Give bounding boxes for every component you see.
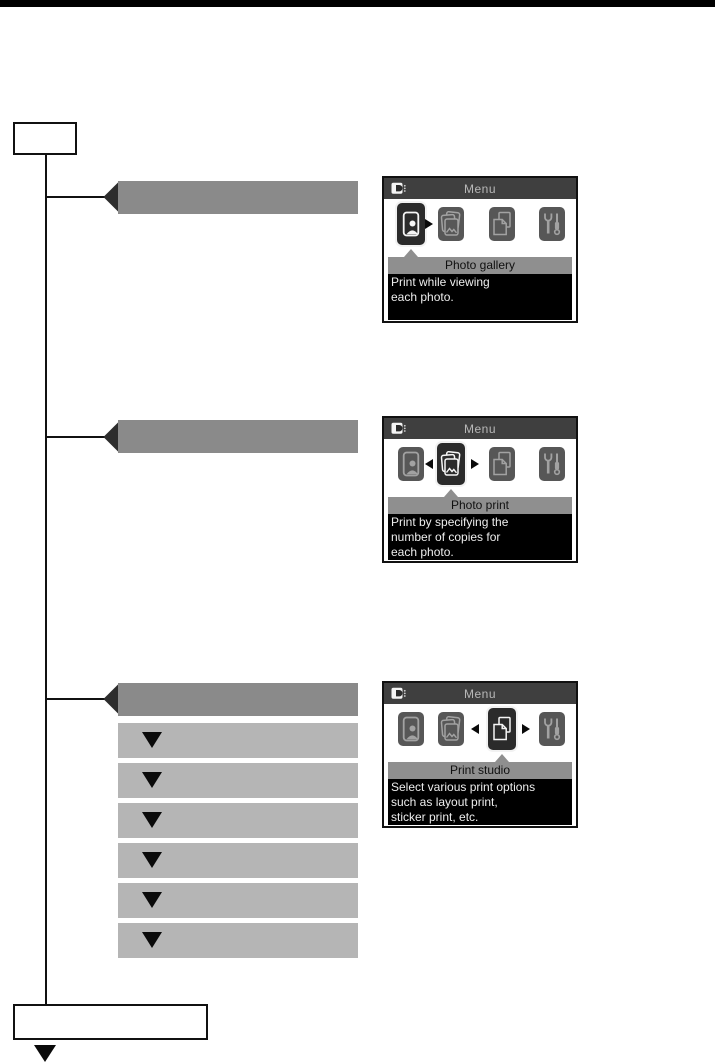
description-line: such as layout print, [391,795,498,809]
section-bar [118,181,358,214]
lcd-header: Menu [384,178,576,199]
description-line: each photo. [391,290,454,304]
pointer-up-icon [404,249,418,257]
pointer-up-icon [444,489,458,497]
lcd-title: Menu [463,686,497,701]
menu-icon-photo-print [438,712,464,746]
flow-sub-bar [118,723,358,758]
lcd-header: Menu [384,683,576,704]
menu-icon-photo-print [435,441,467,487]
memory-card-icon [391,422,406,434]
selected-item-label: Print studio [388,762,572,779]
selected-item-label: Photo print [388,497,572,514]
lcd-screenshot-photo-gallery: Menu Photo gallery Print while viewing e… [382,176,578,323]
description-line: each photo. [391,545,454,559]
memory-card-icon [391,687,406,699]
triangle-down-icon [142,932,162,948]
right-arrow-icon [522,724,530,734]
triangle-down-icon [142,892,162,908]
flow-branch-line [46,196,110,198]
lcd-screenshot-photo-print: Menu Photo print Print by specifying the [382,416,578,563]
flow-sub-bar [118,923,358,958]
menu-icon-settings [539,447,565,481]
menu-icon-photo-gallery [395,201,427,247]
menu-icon-settings [539,712,565,746]
selected-item-description: Print by specifying the number of copies… [388,514,572,560]
lcd-icon-row [384,199,576,249]
flow-sub-bar [118,843,358,878]
triangle-down-icon [142,732,162,748]
menu-icon-photo-gallery [398,447,424,481]
menu-icon-settings [539,207,565,241]
flow-start-box [13,122,77,155]
triangle-down-icon [142,812,162,828]
lcd-label-wrap: Print studio [388,754,572,779]
flow-sub-bar [118,763,358,798]
menu-icon-photo-gallery [398,712,424,746]
description-line: Print by specifying the [391,515,509,529]
right-arrow-icon [425,219,433,229]
lcd-icon-row [384,704,576,754]
selected-item-description: Print while viewing each photo. [388,274,572,320]
page-top-rule [0,0,715,7]
description-line: Print while viewing [391,275,490,289]
description-line: number of copies for [391,530,501,544]
section-bar [118,683,358,716]
lcd-screenshot-print-studio: Menu Print studio Select various print o… [382,681,578,828]
triangle-down-icon [142,852,162,868]
flow-branch-line [46,436,110,438]
flow-main-line [45,155,47,1004]
flow-branch-line [46,698,110,700]
lcd-title: Menu [463,421,497,436]
lcd-header: Menu [384,418,576,439]
description-line: sticker print, etc. [391,810,479,824]
memory-card-icon [391,182,406,194]
selected-item-label: Photo gallery [388,257,572,274]
menu-icon-print-studio [489,207,515,241]
right-arrow-icon [471,459,479,469]
pointer-up-icon [495,754,509,762]
flow-sub-bar [118,883,358,918]
description-line: Select various print options [391,780,536,794]
triangle-down-icon [142,772,162,788]
menu-icon-photo-print [438,207,464,241]
left-arrow-icon [425,459,433,469]
lcd-title: Menu [463,181,497,196]
lcd-label-wrap: Photo print [388,489,572,514]
selected-item-description: Select various print options such as lay… [388,779,572,825]
menu-icon-print-studio [489,447,515,481]
menu-icon-print-studio [486,706,518,752]
lcd-label-wrap: Photo gallery [388,249,572,274]
flow-end-arrow-icon [34,1045,56,1062]
left-arrow-icon [471,724,479,734]
flow-end-box [13,1004,208,1040]
section-bar [118,420,358,453]
lcd-icon-row [384,439,576,489]
flow-sub-bar [118,803,358,838]
